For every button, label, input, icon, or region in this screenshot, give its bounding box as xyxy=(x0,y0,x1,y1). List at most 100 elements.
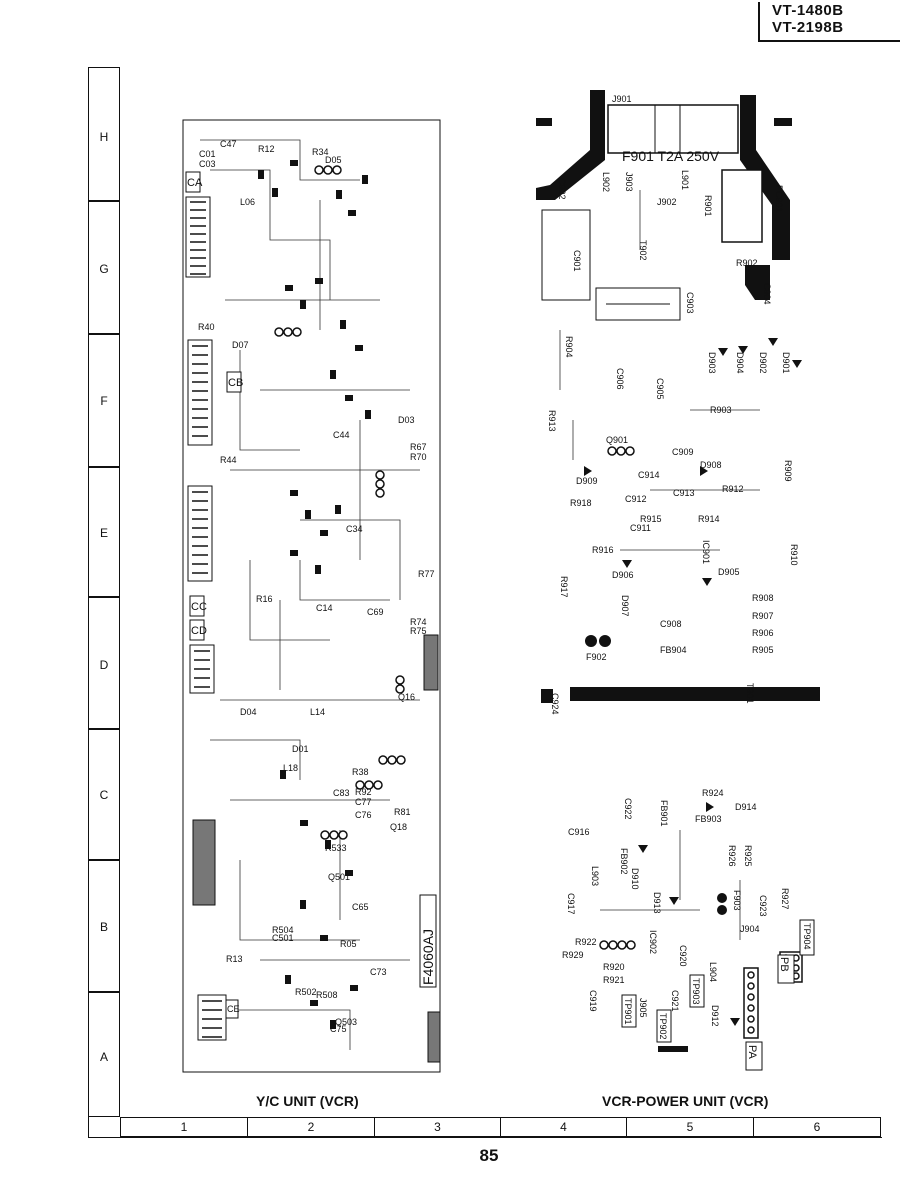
power-ref: L901 xyxy=(680,170,690,190)
yc-ref: Q501 xyxy=(328,872,350,882)
power-ref: C906 xyxy=(615,368,625,390)
power-ref: J903 xyxy=(624,172,634,192)
yc-ref: R05 xyxy=(340,939,357,949)
power-ref: R913 xyxy=(547,410,557,432)
pa-connector-pads xyxy=(743,967,759,1039)
power-ref: D913 xyxy=(652,892,662,914)
model-number-1: VT-1480B xyxy=(772,2,844,19)
yc-ref: R75 xyxy=(410,626,427,636)
power-ref: F902 xyxy=(586,652,607,662)
power-ref: TP903 xyxy=(691,978,701,1005)
power-ref: C922 xyxy=(623,798,633,820)
power-ref: C923 xyxy=(758,895,768,917)
ic902-pads xyxy=(599,940,636,950)
power-ref: R917 xyxy=(559,576,569,598)
yc-unit-caption: Y/C UNIT (VCR) xyxy=(256,1093,359,1109)
row-band-h xyxy=(88,67,120,201)
yc-unit-board: CA CB CC CD CE xyxy=(182,119,441,1073)
yc-ref: L14 xyxy=(310,707,325,717)
yc-ref: R70 xyxy=(410,452,427,462)
power-ref: TP902 xyxy=(658,1013,668,1040)
power-ref: C904 xyxy=(762,283,772,305)
power-ref: C914 xyxy=(638,470,660,480)
power-ref: R912 xyxy=(722,484,744,494)
power-ref: R916 xyxy=(592,545,614,555)
page-number: 85 xyxy=(479,1146,499,1165)
power-ref: R905 xyxy=(752,645,774,655)
yc-ref: D07 xyxy=(232,340,249,350)
power-unit-board: F901 T2A 250V J901 C902 L902 J903 L901 J… xyxy=(536,90,820,1071)
connector-cb: CB xyxy=(228,377,243,389)
row-band-b xyxy=(88,860,120,992)
yc-ref: D03 xyxy=(398,415,415,425)
power-ref: R914 xyxy=(698,514,720,524)
pc901-outline xyxy=(721,169,763,243)
power-ref: R904 xyxy=(564,336,574,358)
power-ref: R918 xyxy=(570,498,592,508)
row-label-c: C xyxy=(99,788,109,802)
power-ref: R922 xyxy=(575,937,597,947)
power-ref: FB901 xyxy=(659,800,669,827)
yc-ref: C01 xyxy=(199,149,216,159)
power-ref: C908 xyxy=(660,619,682,629)
power-ref: C903 xyxy=(685,292,695,314)
power-ref: R929 xyxy=(562,950,584,960)
yc-pin-ticks xyxy=(190,201,222,1038)
yc-traces xyxy=(200,139,420,1050)
yc-ref: R92 xyxy=(355,787,372,797)
yc-ref: L18 xyxy=(283,763,298,773)
row-label-b: B xyxy=(99,920,108,934)
power-ref: C912 xyxy=(625,494,647,504)
power-ref: T901 xyxy=(745,683,755,704)
j901-socket xyxy=(607,104,739,154)
yc-ref: C76 xyxy=(355,810,372,820)
yc-ref: C73 xyxy=(370,967,387,977)
power-ref: R920 xyxy=(603,962,625,972)
power-ref: IC901 xyxy=(701,540,711,564)
power-ref: C909 xyxy=(672,447,694,457)
yc-ref: R81 xyxy=(394,807,411,817)
yc-ref: R74 xyxy=(410,617,427,627)
row-label-a: A xyxy=(99,1050,108,1064)
row-label-g: G xyxy=(99,262,109,276)
power-ref: C911 xyxy=(630,523,651,533)
power-ref: J904 xyxy=(740,924,760,934)
yc-ref: C44 xyxy=(333,430,350,440)
power-ref: R908 xyxy=(752,593,774,603)
power-ref: R906 xyxy=(752,628,774,638)
row-band-d xyxy=(88,597,120,729)
f902-pads xyxy=(585,635,611,647)
power-ref: D903 xyxy=(707,352,717,374)
power-unit-caption: VCR-POWER UNIT (VCR) xyxy=(602,1093,769,1109)
row-label-h: H xyxy=(99,130,109,144)
q901-pads xyxy=(607,446,635,456)
power-ref-labels: J901 C902 L902 J903 L901 J902 R901 PC901… xyxy=(547,94,812,1060)
power-ref: PA xyxy=(746,1045,758,1060)
power-board-edges xyxy=(536,90,820,1052)
power-ref: D910 xyxy=(630,868,640,890)
yc-ref: R502 xyxy=(295,987,317,997)
yc-ref: D05 xyxy=(325,155,342,165)
power-ref: TP901 xyxy=(623,998,633,1025)
power-ref: C919 xyxy=(588,990,598,1012)
c901-outline xyxy=(541,209,591,301)
yc-ref: Q503 xyxy=(335,1017,357,1027)
yc-ref: R44 xyxy=(220,455,237,465)
yc-connector-labels xyxy=(185,171,242,1019)
yc-ref: R77 xyxy=(418,569,435,579)
power-ref: D901 xyxy=(781,352,791,374)
yc-ref: C69 xyxy=(367,607,384,617)
power-ref: R909 xyxy=(783,460,793,482)
power-ref: C924 xyxy=(550,693,560,715)
connector-cd: CD xyxy=(191,625,207,637)
yc-ref-labels: C47 R12 C01 C03 R34 D05 L06 R40 D07 R44 … xyxy=(198,139,435,1034)
power-ref: R902 xyxy=(736,258,758,268)
yc-ref: R67 xyxy=(410,442,427,452)
yc-ref: R16 xyxy=(256,594,273,604)
power-ref: D905 xyxy=(718,567,740,577)
yc-ref: C65 xyxy=(352,902,369,912)
yc-ref: Q16 xyxy=(398,692,415,702)
power-ref: IC902 xyxy=(648,930,658,954)
power-ref: J902 xyxy=(657,197,677,207)
